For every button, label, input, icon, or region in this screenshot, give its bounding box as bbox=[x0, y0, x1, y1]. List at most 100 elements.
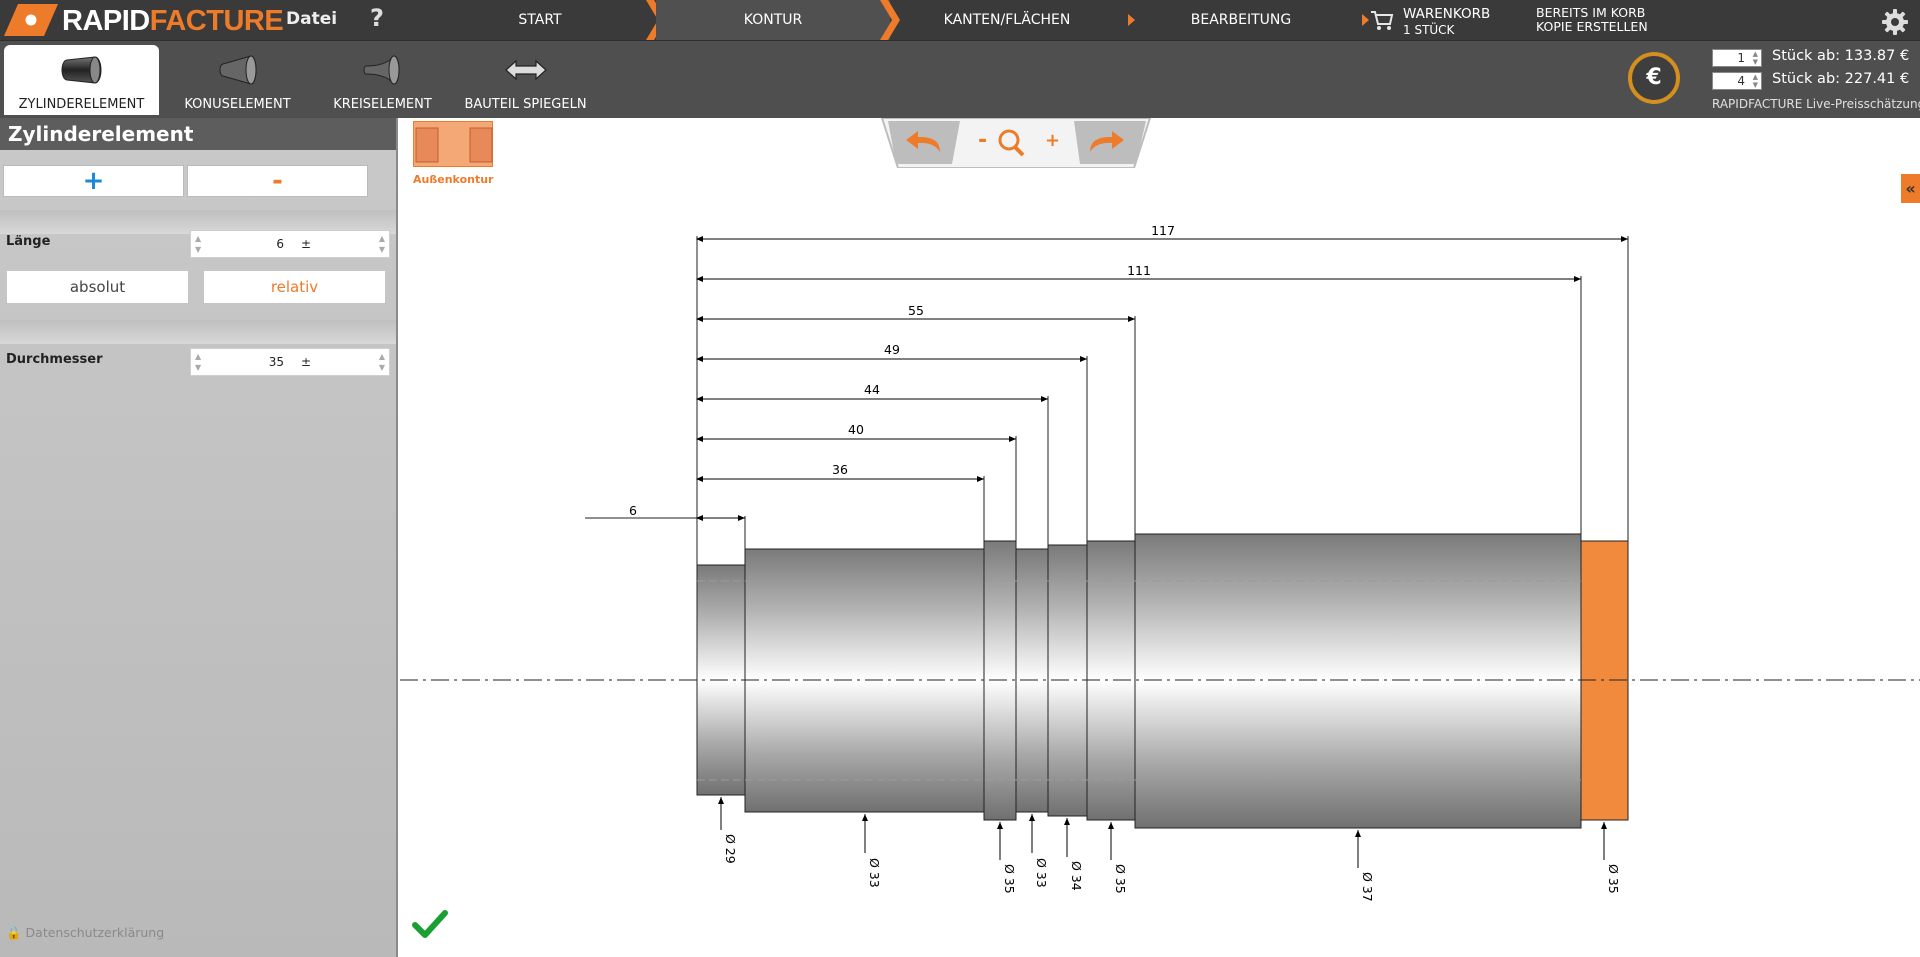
diameter-row: Durchmesser ▲▼ 35 ± ▲▼ bbox=[0, 342, 396, 382]
zoom-in-button[interactable]: + bbox=[1045, 130, 1061, 151]
tolerance-icon[interactable]: ± bbox=[301, 237, 312, 251]
dim-36: 36 bbox=[832, 462, 848, 477]
mirror-arrows-icon bbox=[504, 59, 547, 81]
tolerance-spinner-icon[interactable]: ▲▼ bbox=[378, 234, 385, 254]
quantity-spinner-icon[interactable]: ▲▼ bbox=[1752, 73, 1758, 89]
dia-label: Ø 35 bbox=[1002, 864, 1017, 894]
diameter-value: 35 bbox=[268, 355, 284, 369]
tool-label: BAUTEIL SPIEGELN bbox=[464, 97, 587, 112]
contour-thumbnail[interactable] bbox=[413, 121, 493, 167]
top-header: RAPIDFACTURE Datei ? START KONTUR KANTEN… bbox=[0, 0, 1920, 40]
step-kanten-flaechen[interactable]: KANTEN/FLÄCHEN bbox=[943, 12, 1071, 28]
menu-datei[interactable]: Datei bbox=[286, 9, 338, 29]
diameter-leaders bbox=[718, 797, 1607, 868]
logo-badge-icon bbox=[4, 4, 58, 36]
sidebar-title: Zylinderelement bbox=[0, 118, 396, 150]
remove-element-button[interactable]: - bbox=[187, 165, 368, 197]
mode-absolute-button[interactable]: absolut bbox=[6, 270, 189, 304]
cart-button[interactable]: WARENKORB 1 STÜCK bbox=[1370, 6, 1500, 37]
step-arrow-icon bbox=[1128, 14, 1135, 26]
add-remove-row: + - bbox=[0, 158, 396, 206]
dia-label: Ø 29 bbox=[723, 834, 738, 864]
dim-6: 6 bbox=[629, 503, 637, 518]
check-icon[interactable] bbox=[412, 908, 448, 940]
dim-44: 44 bbox=[864, 382, 880, 397]
quantity-input-1[interactable]: 1▲▼ bbox=[1712, 49, 1762, 67]
euro-icon: € bbox=[1628, 52, 1680, 104]
tool-bauteil-spiegeln[interactable]: BAUTEIL SPIEGELN bbox=[448, 45, 603, 115]
cart-count: 1 STÜCK bbox=[1403, 23, 1455, 37]
undo-zoom-redo-bar bbox=[880, 118, 1152, 168]
add-element-button[interactable]: + bbox=[3, 165, 184, 197]
divider bbox=[0, 320, 396, 344]
dia-label: Ø 35 bbox=[1113, 864, 1128, 894]
dim-117: 117 bbox=[1151, 223, 1175, 238]
dim-55: 55 bbox=[908, 303, 924, 318]
dim-49: 49 bbox=[884, 342, 900, 357]
element-toolbar: ZYLINDERELEMENT KONUSELEMENT KREISELEMEN… bbox=[0, 40, 1920, 118]
help-button[interactable]: ? bbox=[370, 4, 384, 32]
length-row: Länge ▲▼ 6 ± ▲▼ bbox=[0, 224, 396, 264]
create-copy-text: KOPIE ERSTELLEN bbox=[1536, 19, 1648, 34]
circle-element-icon bbox=[363, 55, 399, 85]
mode-relative-button[interactable]: relativ bbox=[203, 270, 386, 304]
step-start[interactable]: START bbox=[518, 12, 562, 28]
element-sidebar: Zylinderelement + - Länge ▲▼ 6 ± ▲▼ abso… bbox=[0, 118, 398, 957]
dimension-lines bbox=[696, 236, 1628, 521]
length-input[interactable]: ▲▼ 6 ± ▲▼ bbox=[190, 230, 390, 258]
undo-button[interactable] bbox=[888, 121, 960, 164]
redo-button[interactable] bbox=[1074, 121, 1146, 164]
length-spinner-icon[interactable]: ▲▼ bbox=[195, 234, 202, 254]
logo-text: RAPIDFACTURE bbox=[62, 5, 284, 37]
step-chevron-icon bbox=[880, 0, 900, 40]
tool-zylinderelement[interactable]: ZYLINDERELEMENT bbox=[4, 45, 159, 115]
dia-label: Ø 37 bbox=[1360, 872, 1375, 902]
rapidfacture-logo[interactable]: RAPIDFACTURE bbox=[0, 0, 284, 40]
contour-thumbnail-icon bbox=[415, 127, 493, 163]
diameter-input[interactable]: ▲▼ 35 ± ▲▼ bbox=[190, 348, 390, 376]
already-in-cart-text: BEREITS IM KORB bbox=[1536, 5, 1646, 20]
dim-40: 40 bbox=[848, 422, 864, 437]
tolerance-spinner-icon[interactable]: ▲▼ bbox=[378, 352, 385, 372]
price-4: Stück ab: 227.41 € bbox=[1772, 71, 1910, 87]
length-label: Länge bbox=[6, 234, 51, 249]
step-bearbeitung[interactable]: BEARBEITUNG bbox=[1190, 12, 1292, 28]
dim-111: 111 bbox=[1127, 263, 1151, 278]
diameter-labels: Ø 29 Ø 33 Ø 35 Ø 33 Ø 34 Ø 35 Ø 37 Ø 35 bbox=[723, 834, 1621, 902]
step-kontur[interactable]: KONTUR bbox=[656, 0, 890, 40]
gear-icon[interactable] bbox=[1881, 8, 1909, 36]
privacy-link[interactable]: 🔒 Datenschutzerklärung bbox=[6, 925, 165, 940]
dia-label: Ø 35 bbox=[1606, 864, 1621, 894]
shaft-segment[interactable] bbox=[1134, 533, 1582, 829]
diameter-spinner-icon[interactable]: ▲▼ bbox=[195, 352, 202, 372]
step-arrow-icon bbox=[1362, 14, 1369, 26]
dia-label: Ø 33 bbox=[867, 858, 882, 888]
cylinder-icon bbox=[61, 56, 101, 84]
tool-label: KONUSELEMENT bbox=[184, 97, 291, 112]
diameter-label: Durchmesser bbox=[6, 352, 103, 367]
tool-konuselement[interactable]: KONUSELEMENT bbox=[160, 45, 315, 115]
tool-label: ZYLINDERELEMENT bbox=[18, 97, 145, 112]
live-estimate-label: RAPIDFACTURE Live-Preisschätzung bbox=[1712, 97, 1920, 111]
extension-lines bbox=[585, 236, 1629, 565]
dimension-labels: 117 111 55 49 44 40 36 6 bbox=[629, 223, 1175, 518]
quantity-input-4[interactable]: 4▲▼ bbox=[1712, 72, 1762, 90]
cart-icon bbox=[1371, 11, 1394, 30]
contour-label: Außenkontur bbox=[413, 173, 494, 186]
tool-label: KREISELEMENT bbox=[333, 97, 432, 112]
shaft-drawing: 117 111 55 49 44 40 36 6 Ø 29 Ø 33 Ø 35 … bbox=[400, 223, 1920, 902]
wizard-steps: START KONTUR KANTEN/FLÄCHEN BEARBEITUNG bbox=[424, 0, 1424, 40]
panel-collapse-button[interactable]: « bbox=[1901, 174, 1920, 203]
dia-label: Ø 34 bbox=[1069, 861, 1084, 891]
tool-kreiselement[interactable]: KREISELEMENT bbox=[305, 45, 460, 115]
contour-canvas[interactable]: Außenkontur - + « bbox=[400, 118, 1920, 957]
tolerance-icon[interactable]: ± bbox=[301, 355, 312, 369]
zoom-icon[interactable] bbox=[998, 129, 1025, 157]
dia-label: Ø 33 bbox=[1034, 858, 1049, 888]
price-1: Stück ab: 133.87 € bbox=[1772, 48, 1910, 64]
cone-icon bbox=[219, 55, 256, 85]
zoom-out-button[interactable]: - bbox=[978, 128, 988, 153]
copy-link[interactable]: BEREITS IM KORB KOPIE ERSTELLEN bbox=[1536, 6, 1648, 34]
length-value: 6 bbox=[276, 237, 284, 251]
quantity-spinner-icon[interactable]: ▲▼ bbox=[1752, 50, 1758, 66]
